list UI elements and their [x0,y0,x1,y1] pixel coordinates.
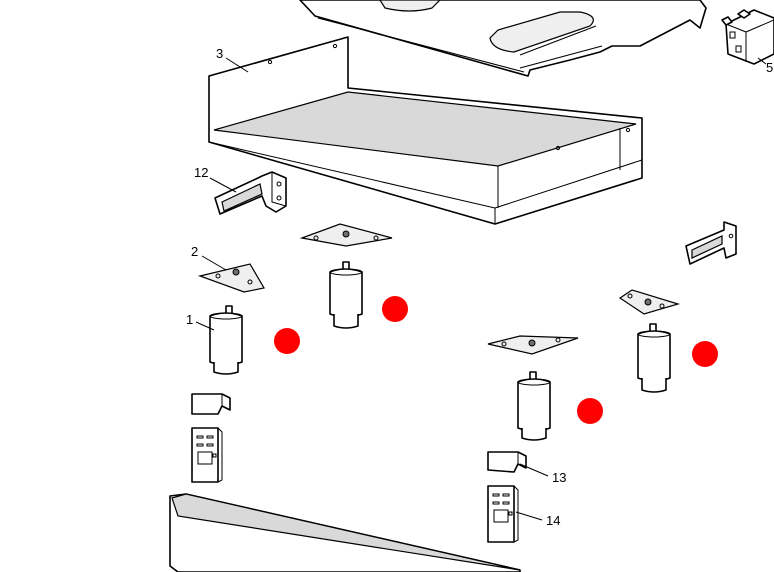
foot-right-back [637,323,671,393]
label-part-14: 14 [546,513,560,528]
clip-left [191,393,231,415]
label-part-5: 5 [766,60,773,75]
hotspot-marker-right-front[interactable] [577,398,603,424]
foot-plate-right-front [487,335,579,355]
plinth-panel [169,493,521,572]
switch-box-part [721,9,774,65]
label-part-3: 3 [216,46,223,61]
mounting-plate-right [487,485,519,543]
hotspot-marker-right-back[interactable] [692,341,718,367]
bracket-part-left [214,171,287,215]
label-part-2: 2 [191,244,198,259]
foot-center-left [329,261,363,329]
clip-right [487,451,527,473]
label-part-13: 13 [552,470,566,485]
bracket-part-right [685,221,737,265]
hotspot-marker-center[interactable] [382,296,408,322]
mounting-plate-left [191,427,223,483]
tray-part [208,36,643,225]
hotspot-marker-left[interactable] [274,328,300,354]
label-part-12: 12 [194,165,208,180]
label-part-1: 1 [186,312,193,327]
foot-plate-center-left [299,223,393,247]
foot-right-front [517,371,551,441]
leader-lines [195,57,767,521]
top-panel [299,0,707,77]
foot-plate-right-back [618,289,681,315]
foot-left [209,305,243,375]
foot-plate-left [197,263,265,293]
